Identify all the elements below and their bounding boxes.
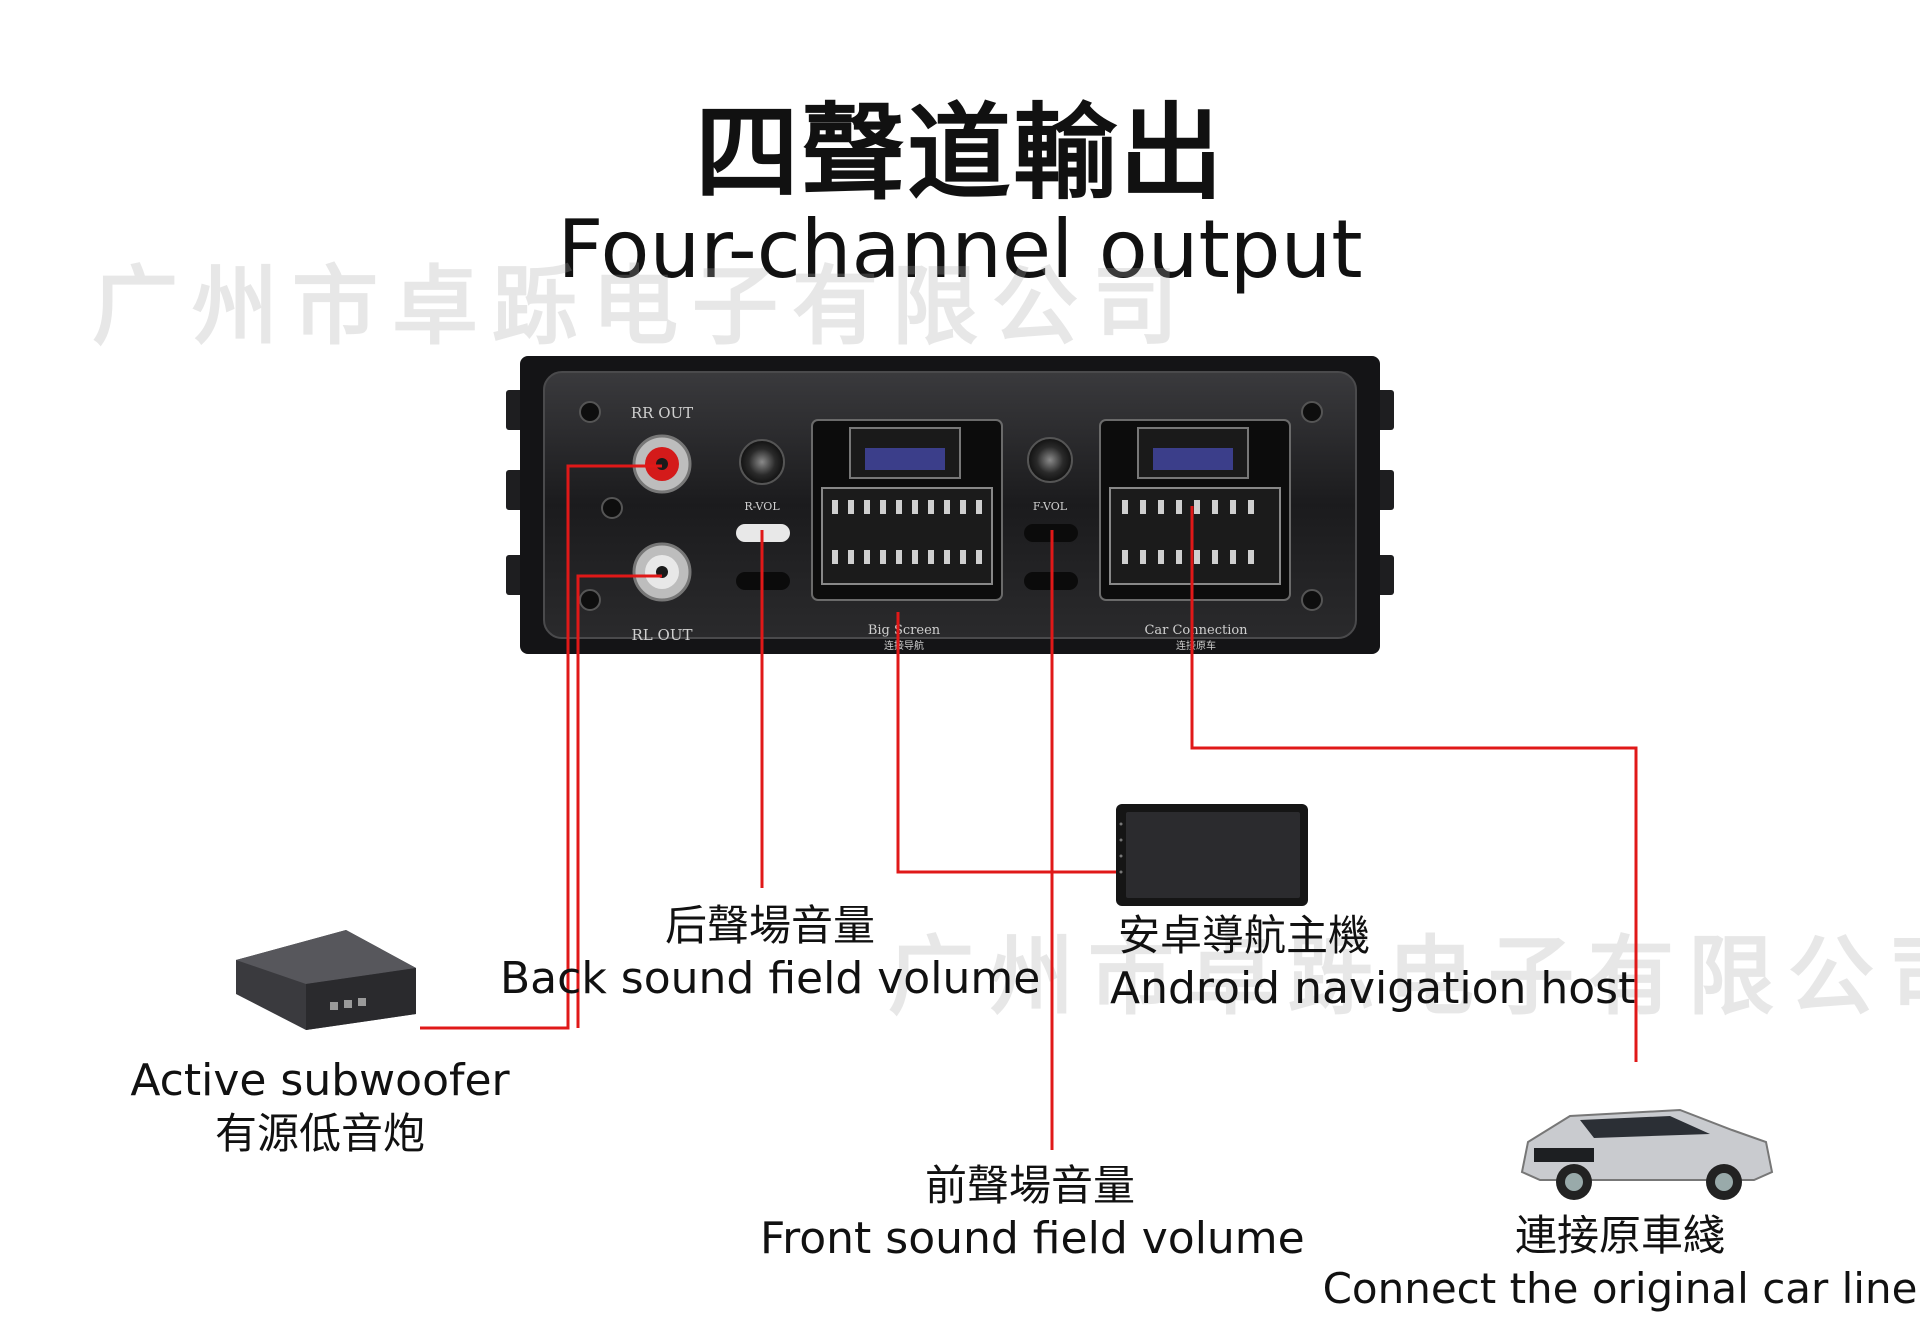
f-vol-knob — [1027, 437, 1073, 483]
android-host-label-en: Android navigation host — [1110, 963, 1636, 1014]
big-screen-label: Big Screen — [868, 623, 941, 638]
subwoofer-image — [236, 930, 416, 1030]
f-vol-label: F-VOL — [1033, 500, 1068, 513]
android-host-label: 安卓導航主機 Android navigation host — [1110, 910, 1650, 1016]
car-line-label-cn: 連接原車綫 — [1514, 1211, 1725, 1260]
big-screen-cn-label: 连接导航 — [884, 639, 924, 652]
wire-rl-to-subwoofer — [576, 574, 662, 1028]
rca-rr-jack — [632, 434, 692, 494]
car-image — [1520, 1108, 1774, 1200]
subwoofer-label-en: Active subwoofer — [130, 1055, 510, 1106]
car-connection-cn-label: 连接原车 — [1176, 639, 1216, 652]
rl-out-label: RL OUT — [632, 626, 693, 644]
rr-out-label: RR OUT — [631, 404, 693, 422]
r-vol-label: R-VOL — [744, 500, 780, 513]
big-screen-connector — [811, 419, 1003, 601]
front-sound-label-cn: 前聲場音量 — [924, 1161, 1135, 1210]
front-sound-label: 前聲場音量 Front sound field volume — [760, 1160, 1305, 1266]
back-sound-label-cn: 后聲場音量 — [664, 901, 875, 950]
back-sound-label: 后聲場音量 Back sound field volume — [500, 900, 1040, 1006]
car-line-label: 連接原車綫 Connect the original car line — [1320, 1210, 1920, 1316]
panel-screws — [579, 401, 1323, 611]
wire-bigscreen-to-android — [896, 612, 1118, 874]
back-sound-label-en: Back sound field volume — [500, 953, 1041, 1004]
wire-rr-to-subwoofer — [420, 464, 662, 1030]
front-sound-label-en: Front sound field volume — [760, 1213, 1305, 1264]
car-line-label-en: Connect the original car line — [1322, 1264, 1918, 1313]
android-host-label-cn: 安卓導航主機 — [1118, 911, 1371, 960]
title-english: Four-channel output — [557, 203, 1363, 296]
android-host-tablet — [1116, 804, 1308, 906]
subwoofer-label: Active subwoofer 有源低音炮 — [120, 1054, 520, 1160]
dsp-amplifier-device: RR OUT RL OUT R-VOL Big Screen 连接导航 F-VO… — [506, 356, 1394, 654]
rca-rl-jack — [632, 542, 692, 602]
car-connection-connector — [1099, 419, 1291, 601]
watermark-bottom: 广州市卓跞电子有限公司 — [888, 927, 1920, 1027]
title-chinese: 四聲道輸出 — [694, 92, 1225, 214]
subwoofer-label-cn: 有源低音炮 — [214, 1109, 425, 1158]
watermark-top: 广州市卓跞电子有限公司 — [92, 257, 1192, 357]
wire-carconnection-to-car — [1190, 506, 1638, 1062]
car-connection-label: Car Connection — [1144, 623, 1248, 638]
r-vol-knob — [739, 439, 785, 485]
